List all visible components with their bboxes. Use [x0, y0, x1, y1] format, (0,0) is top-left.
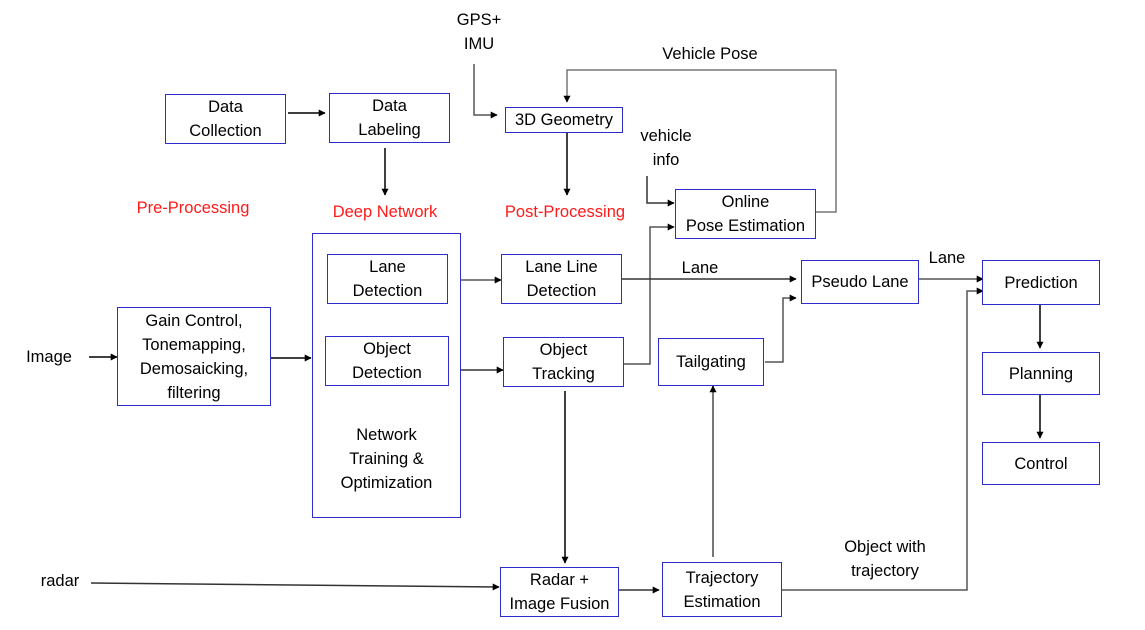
node-prediction[interactable]: Prediction: [982, 260, 1100, 305]
node-control[interactable]: Control: [982, 442, 1100, 485]
node-object-tracking[interactable]: Object Tracking: [503, 337, 624, 387]
edge-trajectory-to-prediction: [781, 287, 984, 591]
lane-edge-label-1: Lane: [681, 259, 719, 277]
stage-label-post-processing: Post-Processing: [504, 203, 626, 221]
lane-edge-label-2: Lane: [928, 249, 966, 267]
radar-input-label: radar: [40, 572, 80, 590]
node-lane-line-detection[interactable]: Lane Line Detection: [501, 254, 622, 304]
edge-vehicle-info-to-pose: [646, 176, 675, 207]
stage-label-pre-processing: Pre-Processing: [136, 199, 250, 217]
image-input-label: Image: [26, 348, 72, 366]
node-trajectory-estimation[interactable]: Trajectory Estimation: [662, 562, 782, 617]
stage-label-deep-network: Deep Network: [332, 203, 438, 221]
object-with-trajectory-label: Object with trajectory: [844, 538, 926, 580]
node-lane-detection[interactable]: Lane Detection: [327, 254, 448, 304]
node-3d-geometry[interactable]: 3D Geometry: [505, 107, 623, 133]
node-radar-image-fusion[interactable]: Radar + Image Fusion: [500, 567, 619, 617]
node-data-collection[interactable]: Data Collection: [165, 94, 286, 144]
vehicle-info-input-label: vehicle info: [640, 127, 692, 169]
gps-imu-input-label: GPS+ IMU: [456, 11, 502, 53]
node-planning[interactable]: Planning: [982, 352, 1100, 395]
node-data-labeling[interactable]: Data Labeling: [329, 93, 450, 143]
node-online-pose-estimation[interactable]: Online Pose Estimation: [675, 189, 816, 239]
edge-vehicle-pose-feedback: [563, 69, 837, 213]
node-gain-control[interactable]: Gain Control, Tonemapping, Demosaicking,…: [117, 307, 271, 406]
edge-radar-to-fusion: [90, 582, 500, 591]
edge-tailgating-to-pseudo: [765, 294, 797, 363]
vehicle-pose-edge-label: Vehicle Pose: [662, 45, 758, 63]
node-tailgating[interactable]: Tailgating: [658, 338, 764, 386]
edge-tracking-to-pose: [624, 223, 675, 365]
node-pseudo-lane[interactable]: Pseudo Lane: [801, 260, 919, 304]
node-object-detection[interactable]: Object Detection: [325, 336, 449, 386]
edge-gps-to-geometry: [473, 64, 498, 119]
